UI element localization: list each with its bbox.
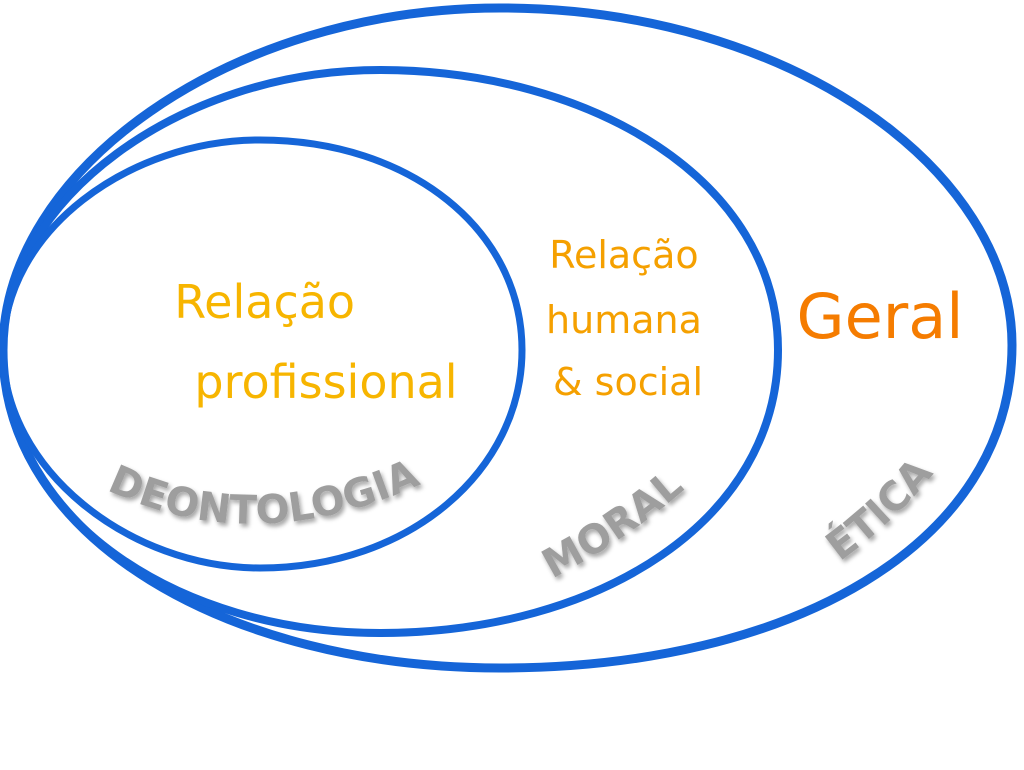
moral-label: MORAL [535, 461, 692, 587]
middle-ellipse [0, 65, 783, 638]
inner-ring-text: Relação profissional [174, 275, 457, 409]
outer-ring-text: Geral [797, 280, 964, 353]
outer-ellipse [0, 3, 1017, 673]
inner-ellipse [0, 136, 526, 572]
middle-ring-text: Relação humana & social [546, 233, 714, 404]
deontologia-label: DEONTOLOGIA [102, 451, 425, 534]
etica-label: ÉTICA [817, 450, 942, 570]
